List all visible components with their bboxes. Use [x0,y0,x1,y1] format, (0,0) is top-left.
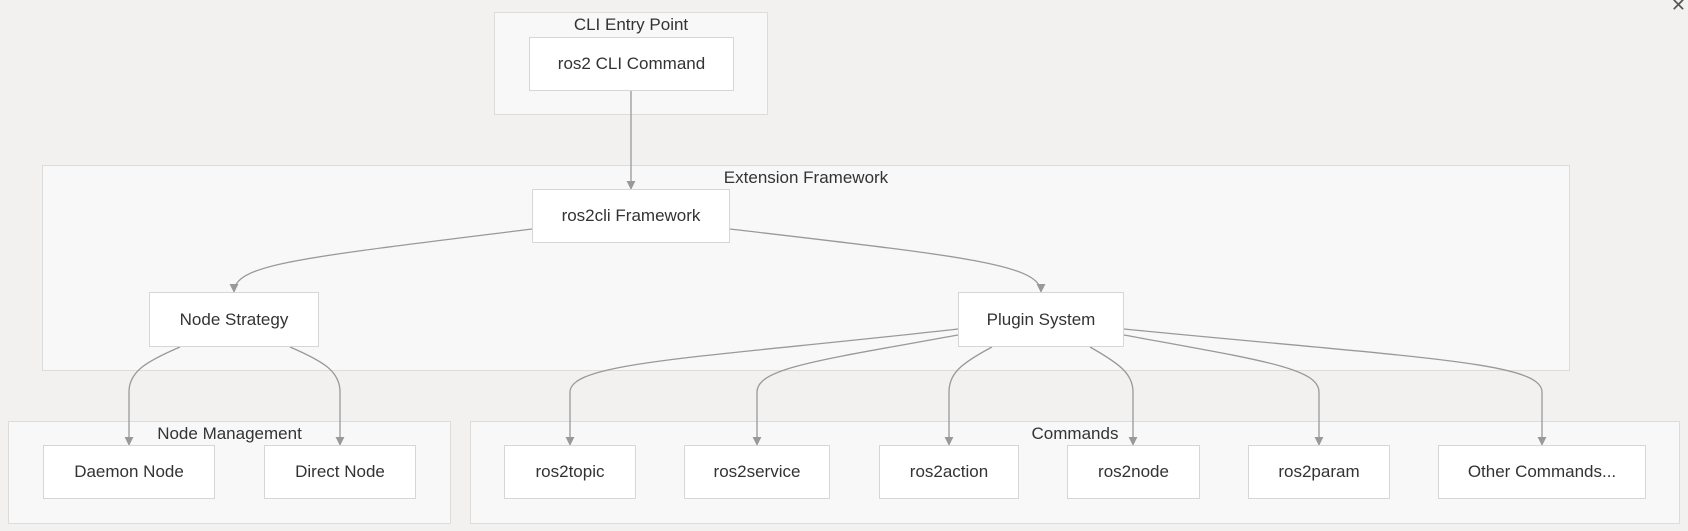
node-ros2param[interactable]: ros2param [1248,445,1390,499]
node-ros2service[interactable]: ros2service [684,445,830,499]
cluster-label: Commands [1031,424,1119,443]
edge-plugin-to-ros2action [944,346,993,446]
cluster-label: Extension Framework [723,168,889,187]
edge-plugin-to-ros2service [752,334,959,446]
cluster-label: CLI Entry Point [573,15,689,34]
edge-plugin-to-ros2param [1123,334,1324,446]
node-node-strategy[interactable]: Node Strategy [149,292,319,347]
node-plugin-system[interactable]: Plugin System [958,292,1124,347]
node-other-commands[interactable]: Other Commands... [1438,445,1646,499]
node-ros2-cli-command[interactable]: ros2 CLI Command [529,37,734,91]
node-ros2topic[interactable]: ros2topic [504,445,636,499]
edge-plugin-to-ros2node [1089,346,1138,446]
edge-plugin-to-ros2topic [565,328,959,446]
node-direct-node[interactable]: Direct Node [264,445,416,499]
node-daemon-node[interactable]: Daemon Node [43,445,215,499]
edge-node-strategy-to-daemon [124,346,181,446]
node-ros2node[interactable]: ros2node [1067,445,1200,499]
edge-node-strategy-to-direct [289,346,345,446]
node-ros2action[interactable]: ros2action [879,445,1019,499]
close-icon[interactable]: ✕ [1670,0,1686,15]
node-ros2cli-framework[interactable]: ros2cli Framework [532,189,730,243]
edge-framework-to-plugin-system [729,228,1046,293]
edge-framework-to-node-strategy [229,228,533,293]
edge-plugin-to-other [1123,328,1547,446]
cluster-label: Node Management [157,424,302,443]
